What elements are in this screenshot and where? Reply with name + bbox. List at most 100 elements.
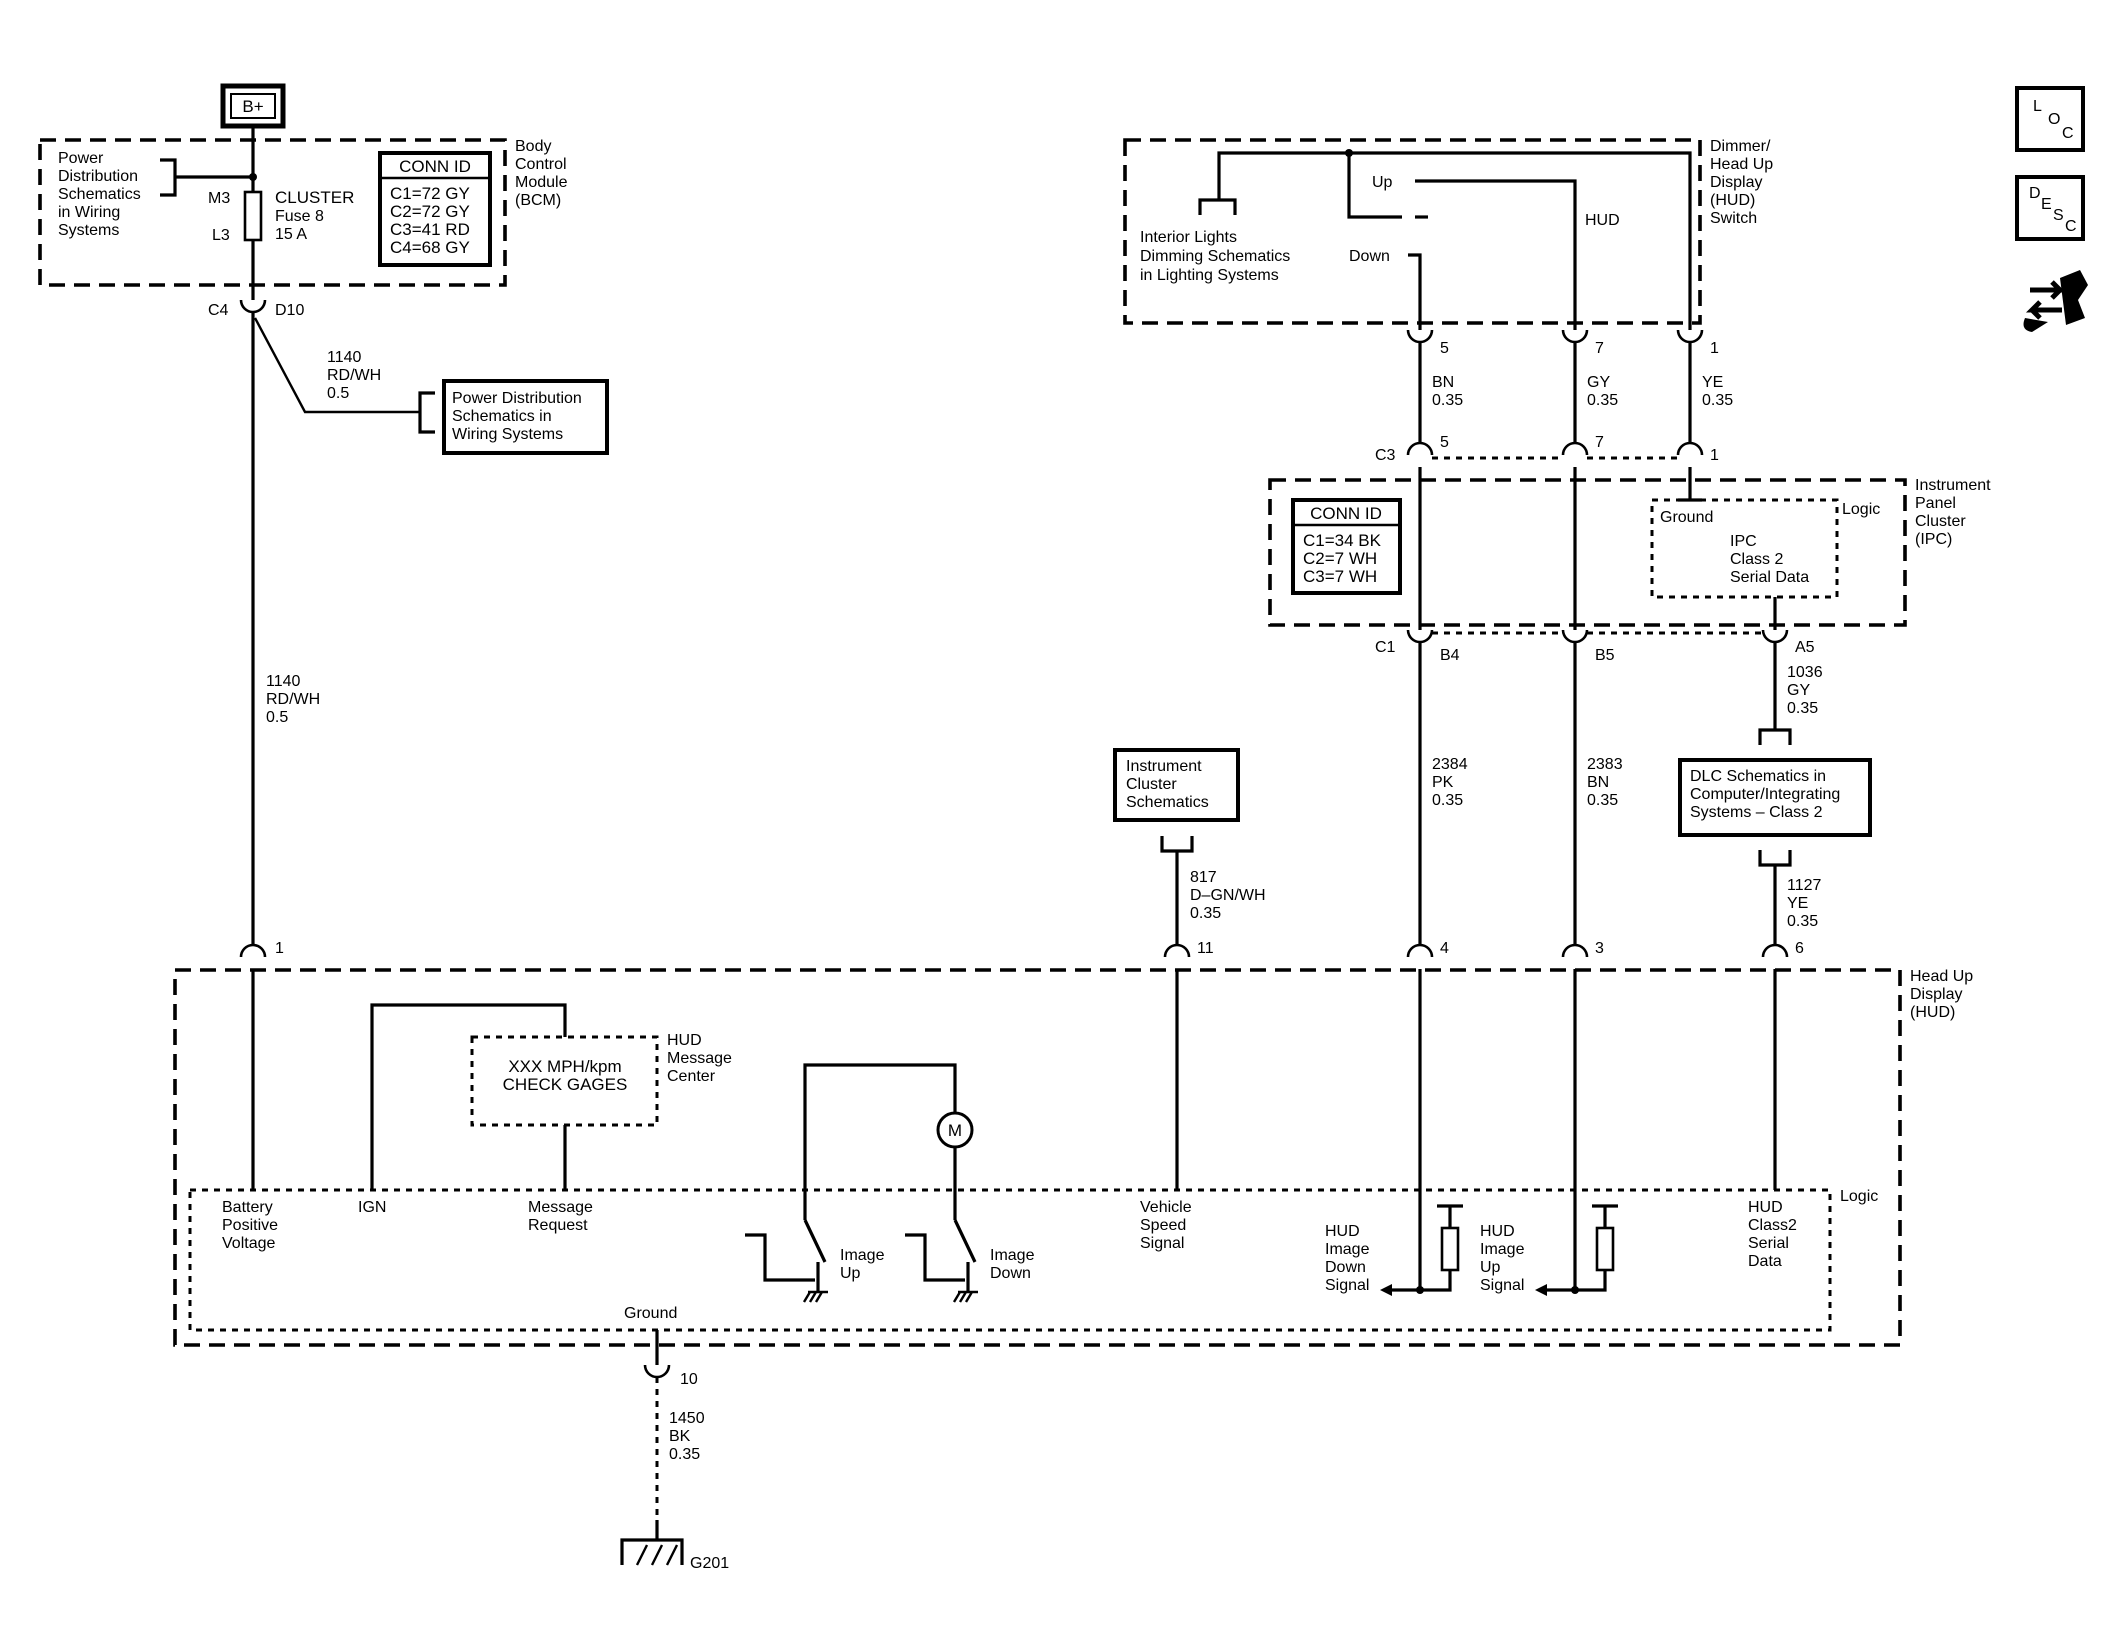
hud-box <box>173 968 1902 1347</box>
wire-1127-label: 1127 YE 0.35 <box>1787 877 1822 930</box>
power-distribution-ref-box[interactable]: Power Distribution Schematics in Wiring … <box>442 379 609 455</box>
svg-text:in Lighting Systems: in Lighting Systems <box>1140 267 1279 284</box>
svg-text:IPC: IPC <box>1730 533 1757 550</box>
wire-817-label: 817 D–GN/WH 0.35 <box>1190 869 1266 922</box>
ipc-box <box>1268 478 1907 627</box>
hud-pin-10: 10 <box>643 1364 698 1388</box>
image-up-switch <box>745 1219 828 1303</box>
svg-text:Down: Down <box>990 1265 1031 1282</box>
svg-text:Systems – Class 2: Systems – Class 2 <box>1690 804 1823 821</box>
svg-text:Signal: Signal <box>1140 1235 1184 1252</box>
hud-message-request: Message Request <box>528 1199 593 1234</box>
svg-text:Serial Data: Serial Data <box>1730 569 1809 586</box>
svg-text:Display: Display <box>1710 174 1762 191</box>
svg-text:B5: B5 <box>1595 647 1615 664</box>
wire-1036-label: 1036 GY 0.35 <box>1787 664 1823 717</box>
svg-text:C4: C4 <box>208 302 229 319</box>
svg-text:DLC Schematics in: DLC Schematics in <box>1690 768 1826 785</box>
svg-text:A5: A5 <box>1795 639 1815 656</box>
desc-icon[interactable]: D E S C <box>2015 175 2085 241</box>
svg-text:1140: 1140 <box>266 673 301 690</box>
svg-text:Message: Message <box>528 1199 593 1216</box>
svg-text:0.5: 0.5 <box>266 709 288 726</box>
hud-image-up-label: Image Up <box>840 1247 885 1282</box>
svg-text:Wiring Systems: Wiring Systems <box>452 426 563 443</box>
svg-text:Body: Body <box>515 138 551 155</box>
g201-label: G201 <box>690 1555 729 1572</box>
svg-text:Center: Center <box>667 1068 716 1085</box>
ipc-serial-data: IPC Class 2 Serial Data <box>1730 533 1809 586</box>
image-down-switch <box>905 1219 978 1303</box>
svg-text:Image: Image <box>840 1247 885 1264</box>
svg-text:S: S <box>2053 207 2064 224</box>
svg-text:Fuse 8: Fuse 8 <box>275 208 324 225</box>
hud-battery-voltage: Battery Positive Voltage <box>222 1199 278 1252</box>
svg-text:C1: C1 <box>1375 639 1396 656</box>
svg-text:0.5: 0.5 <box>327 385 349 402</box>
svg-text:0.35: 0.35 <box>1190 905 1221 922</box>
svg-text:D–GN/WH: D–GN/WH <box>1190 887 1266 904</box>
hud-name: Head Up Display (HUD) <box>1910 968 1973 1021</box>
svg-text:M: M <box>948 1121 962 1140</box>
svg-text:L: L <box>2033 98 2042 115</box>
bplus-label: B+ <box>242 97 263 116</box>
bcm-box <box>38 138 507 287</box>
interior-lights-ref: Interior Lights Dimming Schematics in Li… <box>1140 229 1290 284</box>
svg-text:C3: C3 <box>1375 447 1396 464</box>
hud-logic: Logic <box>1840 1188 1878 1205</box>
instrument-cluster-ref-box[interactable]: Instrument Cluster Schematics <box>1113 748 1240 822</box>
svg-text:CLUSTER: CLUSTER <box>275 188 354 207</box>
wire-1140-mid-label: 1140 RD/WH 0.5 <box>266 673 320 726</box>
svg-text:GY: GY <box>1587 374 1610 391</box>
svg-text:Power Distribution: Power Distribution <box>452 390 582 407</box>
hud-ign: IGN <box>358 1199 386 1216</box>
svg-text:Head Up: Head Up <box>1710 156 1773 173</box>
svg-text:817: 817 <box>1190 869 1217 886</box>
svg-text:YE: YE <box>1702 374 1723 391</box>
svg-text:Power: Power <box>58 150 104 167</box>
svg-text:D: D <box>2029 185 2041 202</box>
svg-text:1: 1 <box>275 940 284 957</box>
connector-c4-d10: C4 D10 <box>208 299 304 319</box>
svg-text:15 A: 15 A <box>275 226 307 243</box>
svg-text:HUD: HUD <box>1480 1223 1515 1240</box>
hud-image-down-label: Image Down <box>990 1247 1035 1282</box>
pullup-resistor-up <box>1595 1226 1615 1272</box>
svg-text:Display: Display <box>1910 986 1962 1003</box>
bcm-name: Body Control Module (BCM) <box>515 138 568 209</box>
svg-text:7: 7 <box>1595 340 1604 357</box>
svg-text:Down: Down <box>1325 1259 1366 1276</box>
svg-text:Module: Module <box>515 174 568 191</box>
svg-text:(IPC): (IPC) <box>1915 531 1952 548</box>
svg-text:Systems: Systems <box>58 222 119 239</box>
hud-image-up-signal: HUD Image Up Signal <box>1480 1223 1525 1294</box>
hud-logic-box <box>188 1188 1832 1332</box>
svg-text:CHECK GAGES: CHECK GAGES <box>503 1075 628 1094</box>
svg-text:0.35: 0.35 <box>1587 392 1618 409</box>
svg-text:HUD: HUD <box>1325 1223 1360 1240</box>
svg-text:1: 1 <box>1710 447 1719 464</box>
ipc-logic-box <box>1650 498 1839 599</box>
svg-text:2383: 2383 <box>1587 756 1623 773</box>
svg-text:Voltage: Voltage <box>222 1235 275 1252</box>
svg-text:Class2: Class2 <box>1748 1217 1797 1234</box>
svg-text:7: 7 <box>1595 434 1604 451</box>
svg-text:E: E <box>2041 196 2052 213</box>
ipc-ground: Ground <box>1660 509 1713 526</box>
loc-icon[interactable]: L O C <box>2015 86 2085 152</box>
svg-text:Speed: Speed <box>1140 1217 1186 1234</box>
svg-text:6: 6 <box>1795 940 1804 957</box>
dlc-ref-box[interactable]: DLC Schematics in Computer/Integrating S… <box>1678 758 1872 837</box>
svg-text:11: 11 <box>1197 940 1214 957</box>
svg-text:HUD: HUD <box>667 1032 702 1049</box>
connector-back-icon[interactable] <box>2023 270 2088 332</box>
svg-text:Cluster: Cluster <box>1915 513 1966 530</box>
svg-text:Dimmer/: Dimmer/ <box>1710 138 1771 155</box>
svg-text:0.35: 0.35 <box>1432 392 1463 409</box>
svg-text:(HUD): (HUD) <box>1910 1004 1955 1021</box>
hud-message-display: XXX MPH/kpm CHECK GAGES <box>503 1057 628 1094</box>
svg-text:Serial: Serial <box>1748 1235 1789 1252</box>
svg-text:0.35: 0.35 <box>669 1446 700 1463</box>
svg-text:Schematics: Schematics <box>1126 794 1209 811</box>
